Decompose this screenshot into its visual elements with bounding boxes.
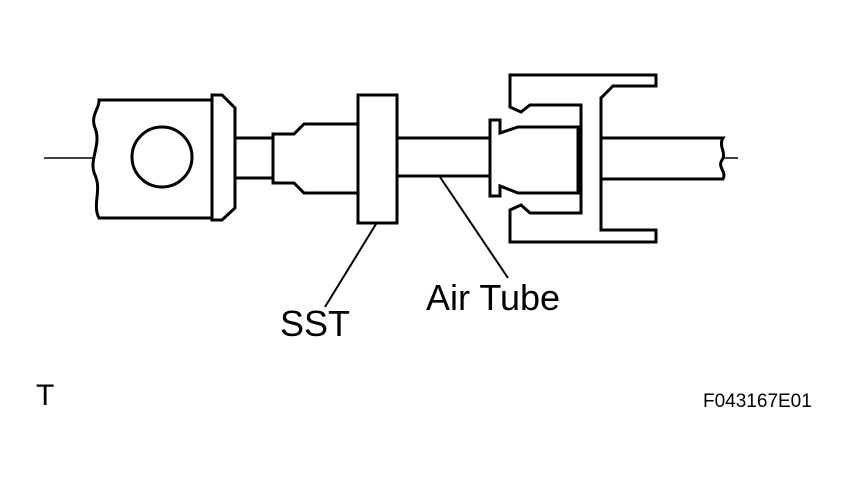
- figure-id: F043167E01: [703, 391, 812, 412]
- air-tube-label: Air Tube: [426, 277, 561, 318]
- inner-connector: [488, 118, 580, 198]
- tapered-collar: [271, 122, 360, 195]
- sst-leader-line: [324, 223, 377, 308]
- housing-port-circle: [130, 125, 194, 189]
- sst-label: SST: [280, 303, 351, 344]
- right-pipe: [599, 136, 726, 181]
- housing-flange: [210, 93, 237, 222]
- corner-mark: T: [36, 379, 55, 412]
- sst-block: [356, 93, 399, 225]
- neck: [233, 136, 275, 180]
- right-clamp-bracket: [508, 73, 658, 244]
- air-tube-leader-line: [439, 176, 509, 279]
